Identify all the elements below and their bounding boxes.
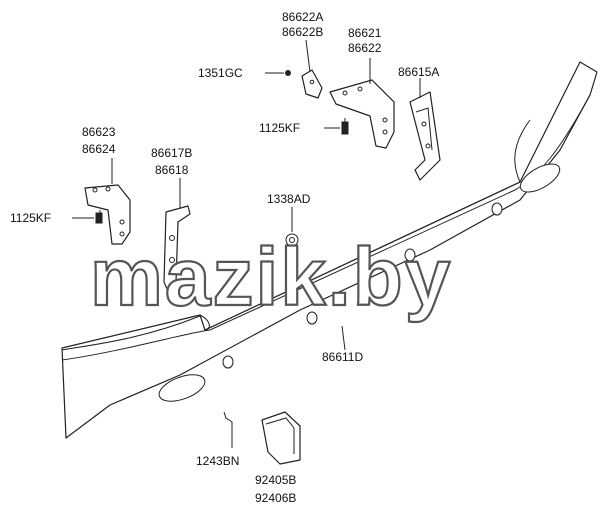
bracket-86623 [84, 184, 131, 245]
label-92405B: 92405B [255, 473, 296, 487]
bracket-86621 [329, 79, 395, 149]
label-1125KF-left: 1125KF [10, 211, 51, 225]
bolt-1351gc [265, 70, 291, 76]
label-1125KF-top: 1125KF [259, 121, 300, 135]
leader-lines [111, 39, 421, 351]
watermark: mazik.by [90, 232, 452, 323]
part-labels: 86622A 86622B 86621 86622 86615A 1351GC … [10, 10, 439, 505]
bracket-86622a [301, 69, 323, 99]
label-1338AD: 1338AD [267, 192, 311, 206]
label-86617B: 86617B [151, 146, 192, 160]
bracket-86615a [409, 91, 441, 181]
label-86622B: 86622B [282, 25, 323, 39]
label-92406B: 92406B [255, 491, 296, 505]
nut-1338ad [285, 207, 299, 247]
bolt-1125kf-left [72, 210, 103, 224]
bolt-1125kf-top [324, 118, 349, 135]
label-1243BN: 1243BN [196, 454, 239, 468]
bracket-86617b [163, 205, 191, 297]
label-86621: 86621 [348, 26, 382, 40]
label-1351GC: 1351GC [198, 66, 243, 80]
cover-92405b [261, 411, 301, 465]
label-86622A: 86622A [282, 10, 323, 24]
label-86615A: 86615A [398, 65, 439, 79]
fog-lamp-hole-left [158, 374, 206, 402]
label-86623: 86623 [82, 125, 116, 139]
label-86622: 86622 [348, 41, 382, 55]
label-86618: 86618 [155, 163, 189, 177]
label-86611D: 86611D [322, 350, 363, 364]
pin-1243bn [223, 411, 233, 448]
fog-lamp-hole-right [519, 163, 561, 193]
label-86624: 86624 [82, 142, 116, 156]
bumper-beam [61, 61, 598, 439]
